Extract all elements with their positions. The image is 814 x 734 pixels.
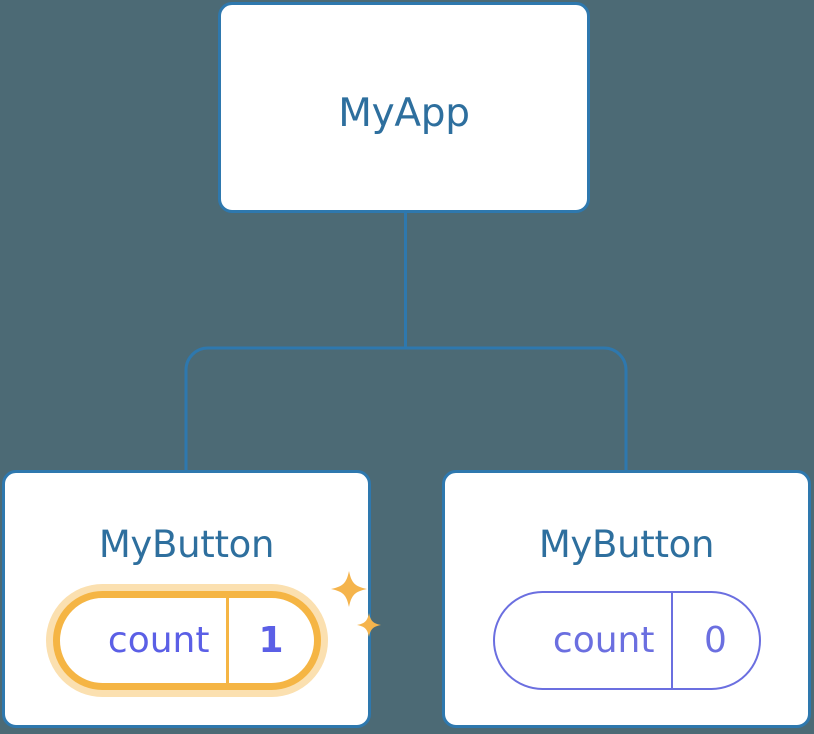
sparkle-large-icon [330,571,367,607]
state-pill-wrap-left: count 1 [52,571,381,690]
state-pill-wrap-right: count 0 [492,591,761,690]
connector-branch-right [405,346,628,472]
state-value-right: 0 [670,593,759,688]
connector-branch-left [184,346,406,472]
state-key-left: count [107,620,210,661]
state-key-right: count [552,620,655,661]
state-value-left: 1 [225,598,314,683]
node-mybutton-left[interactable]: MyButton count 1 [2,470,381,728]
node-myapp[interactable]: MyApp [218,2,590,213]
node-mybutton-right[interactable]: MyButton count 0 [442,470,811,728]
state-pill-right[interactable]: count 0 [492,591,761,690]
node-myapp-title: MyApp [338,91,470,136]
state-pill-left[interactable]: count 1 [52,591,321,690]
node-mybutton-left-title: MyButton [98,523,275,566]
node-mybutton-right-title: MyButton [538,523,715,566]
